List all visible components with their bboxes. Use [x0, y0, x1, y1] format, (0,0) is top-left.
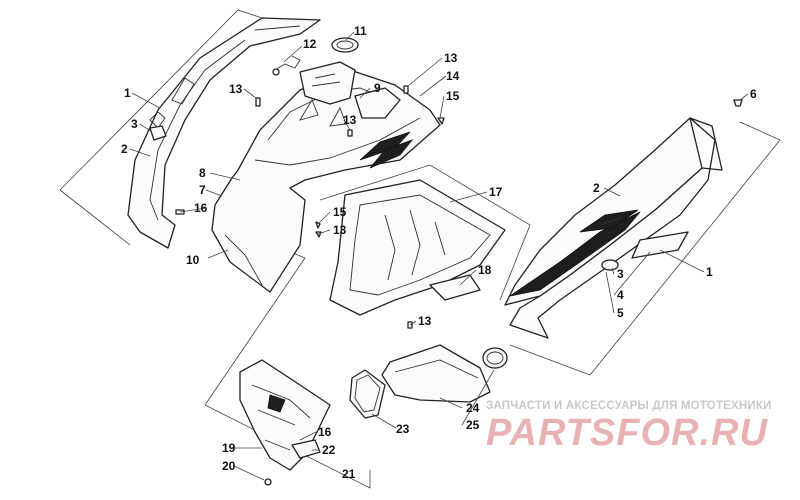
nose-detail-22 — [291, 439, 321, 459]
callout-11: 11 — [354, 24, 367, 38]
bottom-nose — [239, 359, 331, 486]
callout-18: 18 — [478, 263, 492, 277]
callout-4: 4 — [617, 288, 624, 302]
callout-15-a: 15 — [446, 89, 460, 103]
callout-7: 7 — [199, 183, 206, 197]
callout-5: 5 — [617, 306, 624, 320]
callout-10: 10 — [186, 253, 200, 267]
tray-insert-18 — [429, 274, 481, 301]
callout-3-right: 3 — [617, 267, 624, 281]
callout-9: 9 — [374, 81, 381, 95]
callout-19: 19 — [222, 441, 236, 455]
upper-fairing — [272, 37, 401, 119]
left-decal-3 — [149, 125, 167, 141]
callout-21: 21 — [342, 467, 356, 481]
air-intake — [349, 344, 508, 419]
callout-13-e: 13 — [418, 314, 432, 328]
callout-22: 22 — [322, 443, 336, 457]
left-side-panel — [127, 17, 321, 249]
callout-2-right: 2 — [593, 181, 600, 195]
callout-16-a: 16 — [194, 201, 208, 215]
callout-13-a: 13 — [229, 82, 243, 96]
callout-14: 14 — [446, 69, 460, 83]
frame-right-side-panel — [589, 121, 781, 376]
callout-labels: 1 3 2 8 7 16 10 13 12 11 9 13 13 14 15 1… — [121, 24, 757, 481]
leader-lines — [129, 31, 749, 481]
callout-16-b: 16 — [318, 425, 332, 439]
callout-17: 17 — [489, 185, 503, 199]
callout-13-c: 13 — [444, 51, 458, 65]
callout-8: 8 — [199, 166, 206, 180]
right-decal-4 — [631, 231, 689, 259]
clamp-25 — [482, 347, 508, 369]
callout-20: 20 — [222, 459, 236, 473]
callout-2-left: 2 — [121, 142, 128, 156]
frame-left-lower — [59, 189, 131, 246]
duct-24 — [381, 344, 491, 403]
callout-25: 25 — [466, 418, 480, 432]
frame-center-tray — [319, 164, 531, 301]
callout-1-right: 1 — [706, 265, 713, 279]
seal-23 — [349, 369, 386, 419]
cap-11 — [331, 37, 359, 53]
watermark-logo: PARTSFOR.RU — [486, 412, 768, 454]
frame-left-side-panel — [59, 9, 263, 191]
callout-13-b: 13 — [343, 113, 357, 127]
callout-24: 24 — [466, 401, 480, 415]
center-tray — [329, 179, 506, 316]
callout-15-b: 15 — [333, 205, 347, 219]
callout-23: 23 — [396, 422, 410, 436]
frame-right-lower — [509, 344, 591, 376]
front-hood — [211, 69, 441, 293]
watermark-subtitle: ЗАПЧАСТИ И АКСЕССУАРЫ ДЛЯ МОТОТЕХНИКИ — [486, 400, 772, 412]
callout-6: 6 — [750, 87, 757, 101]
callout-3-left: 3 — [131, 117, 138, 131]
callout-12: 12 — [303, 37, 317, 51]
right-side-panel — [504, 117, 723, 339]
callout-13-d: 13 — [333, 223, 347, 237]
callout-1-left: 1 — [124, 86, 131, 100]
fasteners — [175, 85, 743, 329]
